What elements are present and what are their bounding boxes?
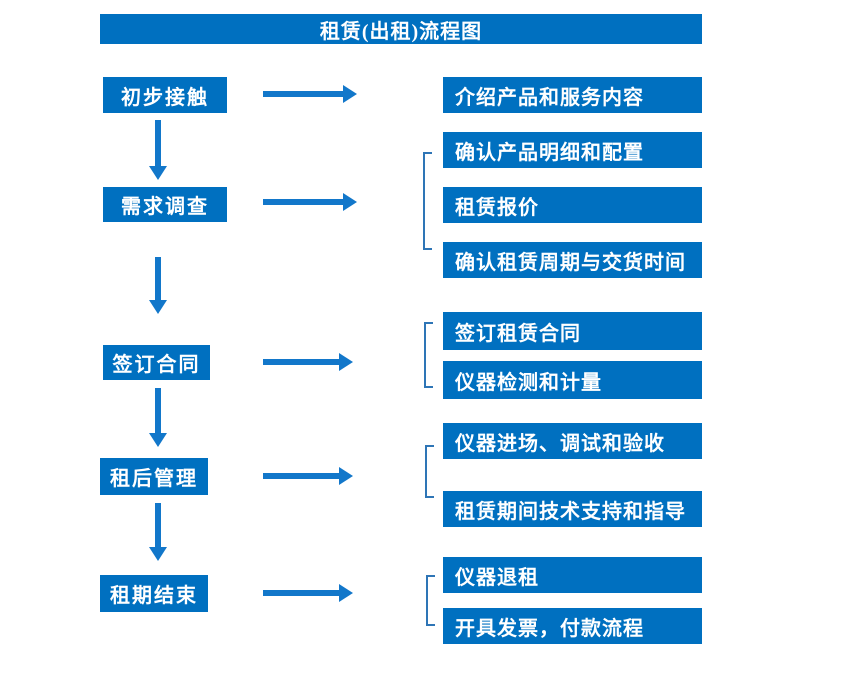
arrow-right-icon <box>263 85 357 103</box>
step-box-rental-end: 租期结束 <box>100 575 208 612</box>
page-title: 租赁(出租)流程图 <box>100 14 702 44</box>
arrow-right-icon <box>263 353 353 371</box>
detail-box-introduce-products: 介绍产品和服务内容 <box>443 77 702 113</box>
arrow-right-icon <box>263 467 353 485</box>
detail-box-tech-support: 租赁期间技术支持和指导 <box>443 491 702 527</box>
arrow-down-icon <box>149 388 167 447</box>
bracket-group-demand-survey <box>423 152 432 250</box>
detail-box-instrument-return: 仪器退租 <box>443 557 702 593</box>
bracket-group-sign-contract <box>424 322 433 388</box>
arrow-right-icon <box>263 193 357 211</box>
detail-box-invoice-payment: 开具发票，付款流程 <box>443 608 702 644</box>
step-box-demand-survey: 需求调查 <box>103 187 227 222</box>
bracket-group-rental-end <box>426 575 435 626</box>
detail-box-confirm-product-details: 确认产品明细和配置 <box>443 132 702 168</box>
arrow-down-icon <box>149 503 167 561</box>
step-box-sign-contract: 签订合同 <box>103 345 210 380</box>
detail-box-rental-quotation: 租赁报价 <box>443 187 702 223</box>
detail-box-instrument-entry-acceptance: 仪器进场、调试和验收 <box>443 423 702 459</box>
bracket-group-post-rental <box>425 445 434 498</box>
step-box-initial-contact: 初步接触 <box>103 77 227 113</box>
step-box-post-rental-management: 租后管理 <box>100 458 208 495</box>
arrow-down-icon <box>149 257 167 314</box>
arrow-down-icon <box>149 120 167 180</box>
detail-box-instrument-testing: 仪器检测和计量 <box>443 361 702 399</box>
arrow-right-icon <box>263 584 353 602</box>
detail-box-sign-rental-contract: 签订租赁合同 <box>443 312 702 350</box>
detail-box-confirm-period-delivery: 确认租赁周期与交货时间 <box>443 242 702 278</box>
